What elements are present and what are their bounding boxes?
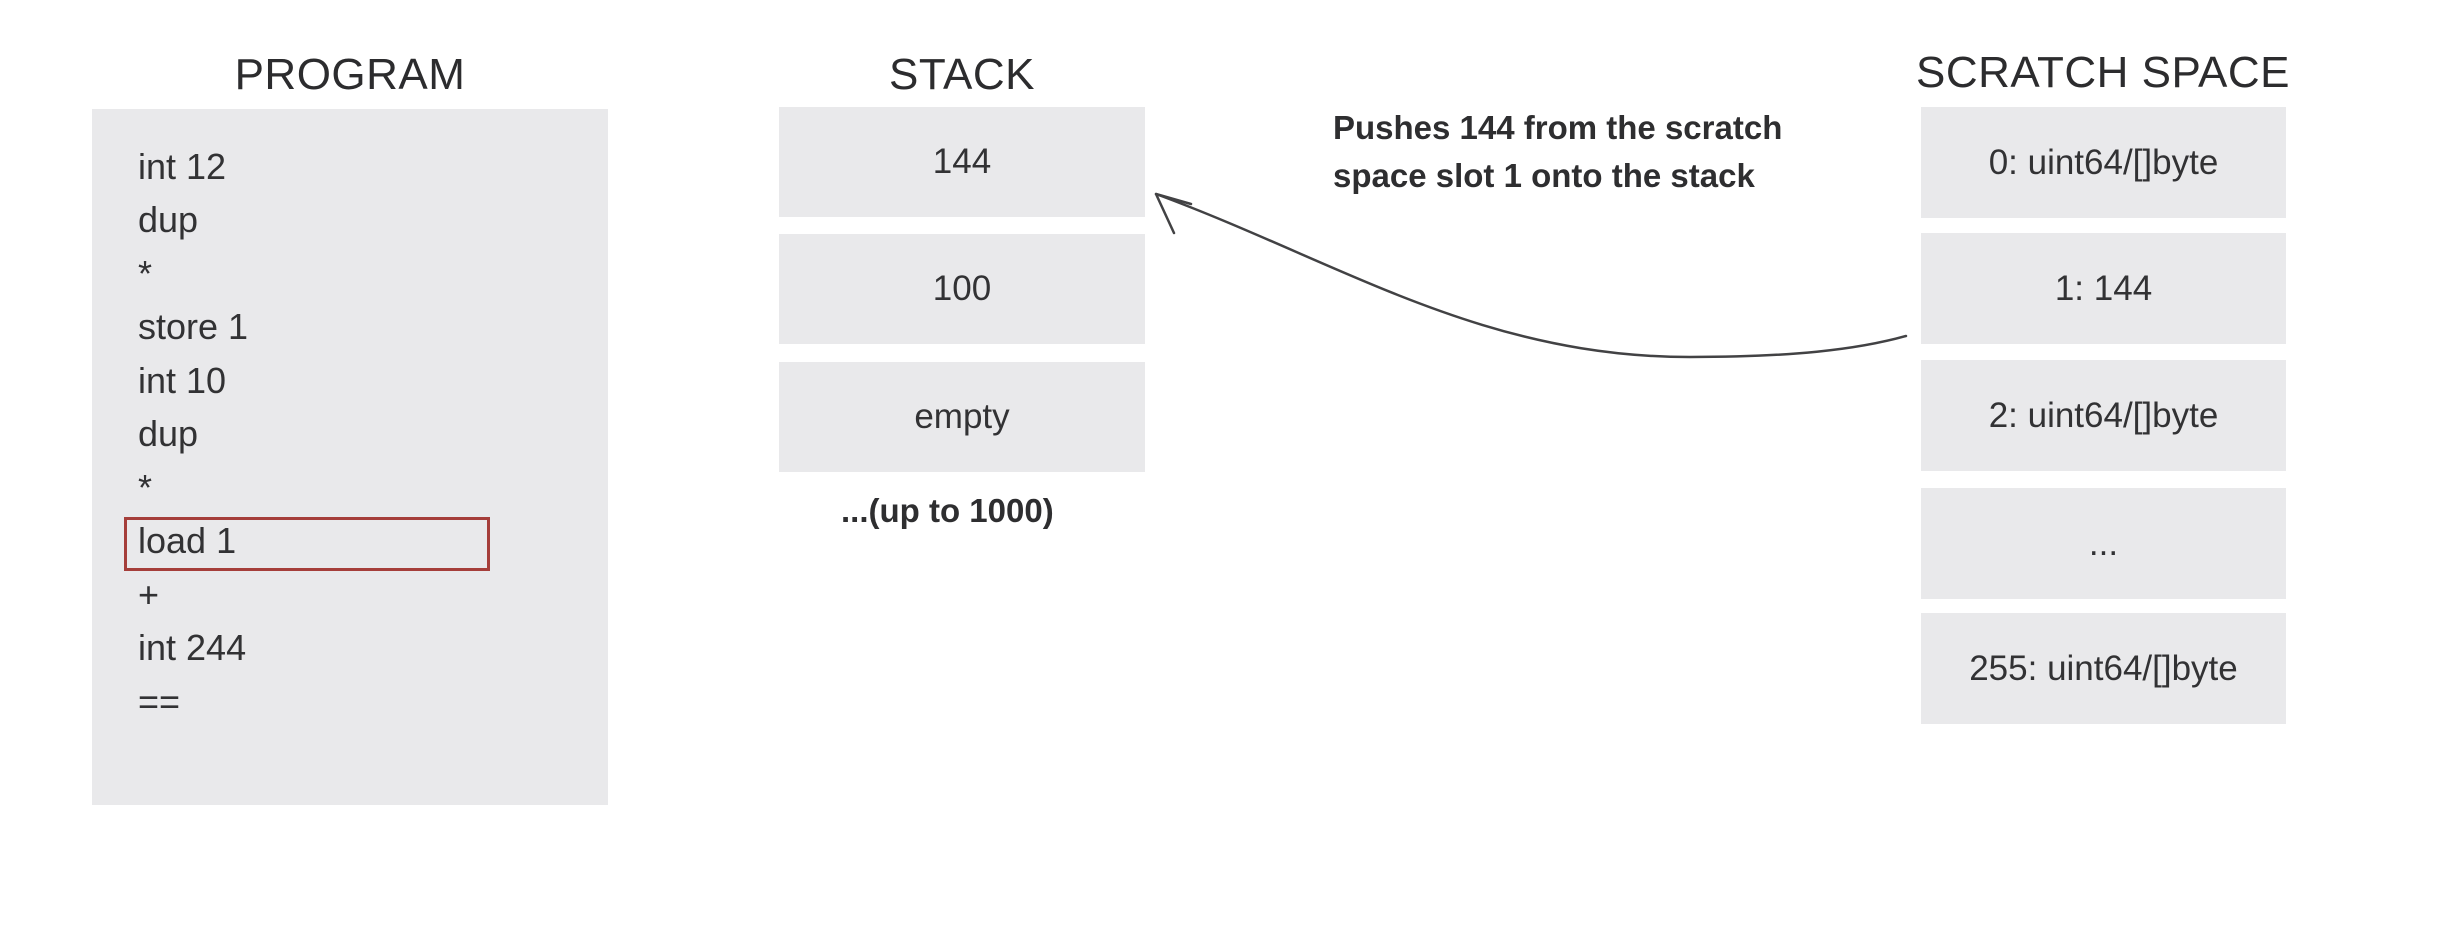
scratch-slot-value: 0: uint64/[]byte (1988, 142, 2219, 182)
program-line-text: * (138, 466, 153, 508)
program-line: dup (92, 194, 608, 248)
stack-slot-empty: empty (779, 362, 1145, 472)
stack-title: STACK (889, 50, 1035, 99)
stack-slot-value: 144 (932, 142, 992, 181)
program-line-text: dup (138, 199, 199, 241)
program-line: == (92, 675, 608, 729)
scratch-slot-ellipsis: ... (1921, 488, 2286, 599)
program-line: * (92, 247, 608, 301)
stack-capacity-note: ...(up to 1000) (841, 492, 1054, 529)
stack-slot-value: empty (914, 397, 1010, 436)
scratch-slot-value: 255: uint64/[]byte (1969, 648, 2238, 688)
program-line-highlighted: load 1 (92, 515, 608, 569)
program-line-text: int 10 (138, 359, 227, 401)
scratch-slot-value: ... (2088, 523, 2119, 563)
program-line-text: store 1 (138, 306, 249, 348)
program-line-text: int 12 (138, 145, 227, 187)
program-line: * (92, 461, 608, 515)
stack-slot-value: 100 (932, 269, 992, 308)
stack-slot-top: 144 (779, 107, 1145, 217)
program-line-text: int 244 (138, 627, 247, 669)
scratch-slot-0: 0: uint64/[]byte (1921, 107, 2286, 218)
program-line-text: * (138, 252, 153, 294)
program-line-text: + (138, 573, 160, 615)
program-line-text: load 1 (138, 520, 237, 562)
program-line: + (92, 568, 608, 622)
push-annotation-line2: space slot 1 onto the stack (1333, 157, 1755, 194)
push-annotation: Pushes 144 from the scratch space slot 1… (1333, 104, 1782, 200)
program-line-text: dup (138, 413, 199, 455)
scratch-space-title: SCRATCH SPACE (1915, 48, 2291, 97)
program-line: int 12 (92, 140, 608, 194)
stack-slot-middle: 100 (779, 234, 1145, 344)
program-line: dup (92, 408, 608, 462)
program-line-text: == (138, 680, 181, 722)
arrow-head-icon (1154, 192, 1193, 235)
scratch-slot-2: 2: uint64/[]byte (1921, 360, 2286, 471)
arrow-curve (1154, 192, 1908, 359)
scratch-slot-value: 2: uint64/[]byte (1988, 395, 2219, 435)
scratch-slot-255: 255: uint64/[]byte (1921, 613, 2286, 724)
push-annotation-line1: Pushes 144 from the scratch (1333, 109, 1783, 146)
program-line: int 10 (92, 354, 608, 408)
program-title: PROGRAM (234, 50, 466, 99)
scratch-slot-value: 1: 144 (2054, 268, 2153, 308)
program-line: int 244 (92, 622, 608, 676)
program-line: store 1 (92, 301, 608, 355)
program-box: int 12 dup * store 1 int 10 dup * load 1… (92, 109, 608, 805)
scratch-slot-1: 1: 144 (1921, 233, 2286, 344)
